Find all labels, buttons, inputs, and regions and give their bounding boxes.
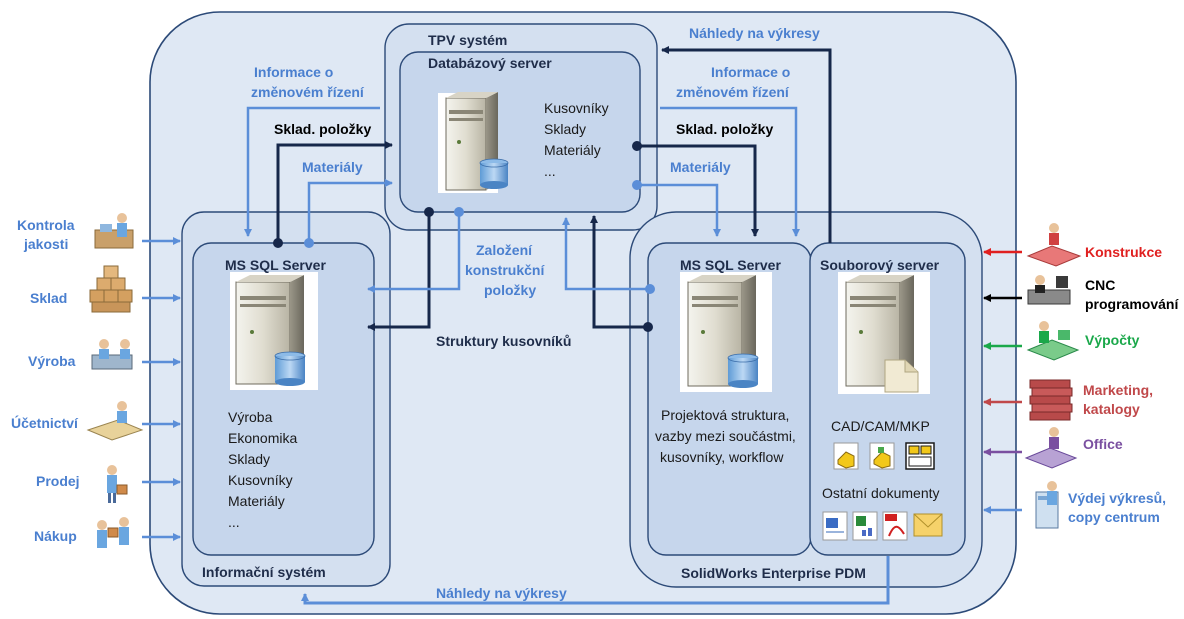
actor-label-ucetnictvi: Účetnictví: [11, 414, 79, 431]
tpv-title: TPV systém: [428, 32, 507, 48]
actor-label-konstrukce: Konstrukce: [1085, 244, 1162, 260]
actor-label-cnc: programování: [1085, 296, 1179, 312]
pdm-sql-item: vazby mezi součástmi,: [655, 428, 796, 444]
sklad-icon: [89, 265, 133, 313]
vyroba-icon: [91, 339, 133, 370]
flow-struktury-up: [590, 215, 648, 329]
file-server-icon: [838, 272, 930, 394]
actor-label-office: Office: [1083, 436, 1123, 452]
actor-label-vydej: Výdej výkresů,: [1068, 490, 1166, 506]
actor-label-marketing: Marketing,: [1083, 382, 1153, 398]
flow-label-info-right: změnovém řízení: [676, 84, 790, 100]
tpv-server-icon: [438, 92, 509, 193]
flow-label-zalozeni: položky: [484, 282, 536, 298]
flow-info-left: [244, 106, 380, 237]
pdm-sql-item: kusovníky, workflow: [660, 449, 784, 465]
tpv-item: ...: [544, 163, 556, 179]
flow-label-materialy-left: Materiály: [302, 159, 363, 175]
flow-sklad-right-dot: [632, 141, 642, 151]
flow-sklad-left: [276, 141, 393, 243]
flow-label-nahledy-top: Náhledy na výkresy: [689, 25, 820, 41]
ucetnictvi-icon: [86, 401, 144, 441]
vydej-vykresu-icon: [1035, 481, 1059, 529]
actor-label-kontrola: jakosti: [23, 236, 68, 252]
flow-zalozeni-dot: [645, 284, 655, 294]
vypocty-icon: [1026, 321, 1080, 361]
is-item: Materiály: [228, 493, 285, 509]
is-server-icon: [230, 272, 318, 390]
konstrukce-icon: [1026, 223, 1082, 267]
tpv-item: Sklady: [544, 121, 586, 137]
flow-label-sklad-left: Sklad. položky: [274, 121, 371, 137]
flow-label-materialy-right: Materiály: [670, 159, 731, 175]
pdf-document-icon: [882, 511, 908, 541]
flow-zalozeni-up: [562, 217, 650, 291]
flow-label-info-left: změnovém řízení: [251, 84, 365, 100]
flow-sklad-left-dot: [273, 238, 283, 248]
cad-part-icon: [833, 442, 859, 470]
pdm-sql-title: MS SQL Server: [680, 257, 781, 273]
flow-nahledy-bottom: [301, 556, 890, 605]
actor-label-vyroba: Výroba: [28, 353, 76, 369]
actor-label-vypocty: Výpočty: [1085, 332, 1140, 348]
file-server-title: Souborový server: [820, 257, 940, 273]
flow-nahledy-top: [661, 46, 832, 243]
flow-label-nahledy-bottom: Náhledy na výkresy: [436, 585, 567, 601]
actor-label-prodej: Prodej: [36, 473, 80, 489]
actor-label-kontrola: Kontrola: [17, 217, 75, 233]
flow-sklad-right: [637, 144, 759, 237]
cad-drawing-icon: [905, 442, 935, 470]
actor-label-vydej: copy centrum: [1068, 509, 1160, 525]
is-server-title: MS SQL Server: [225, 257, 326, 273]
tpv-database-server-box: [399, 51, 641, 213]
marketing-katalogy-icon: [1029, 379, 1073, 421]
flow-info-right: [660, 106, 800, 237]
flow-tpv-dark-dot: [424, 207, 434, 217]
flow-label-zalozeni: Založení: [476, 242, 533, 258]
flow-label-struktury: Struktury kusovníků: [436, 333, 571, 349]
nakup-icon: [97, 517, 129, 548]
email-icon: [913, 513, 943, 537]
tpv-server-title: Databázový server: [428, 55, 552, 71]
flow-tpv-blue-dot: [454, 207, 464, 217]
flow-materialy-right: [637, 183, 721, 237]
is-footer: Informační systém: [202, 564, 326, 580]
excel-document-icon: [852, 511, 878, 541]
pdm-sql-server-icon: [680, 272, 772, 392]
pdm-footer: SolidWorks Enterprise PDM: [681, 565, 866, 581]
is-item: Výroba: [228, 409, 273, 425]
flow-tpv-to-is-dark: [367, 212, 431, 331]
is-item: Sklady: [228, 451, 270, 467]
is-item: ...: [228, 514, 240, 530]
office-icon: [1024, 427, 1078, 469]
word-document-icon: [822, 511, 848, 541]
flow-materialy-left-dot: [304, 238, 314, 248]
is-item: Ekonomika: [228, 430, 297, 446]
actor-label-marketing: katalogy: [1083, 401, 1140, 417]
other-docs-label: Ostatní dokumenty: [822, 485, 940, 501]
flow-materialy-right-dot: [632, 180, 642, 190]
tpv-item: Materiály: [544, 142, 601, 158]
flow-struktury-dot: [643, 322, 653, 332]
prodej-icon: [107, 465, 128, 503]
cad-assembly-icon: [869, 442, 895, 470]
actor-label-sklad: Sklad: [30, 290, 67, 306]
flow-materialy-left: [307, 179, 393, 243]
flow-label-info-right: Informace o: [711, 64, 790, 80]
tpv-item: Kusovníky: [544, 100, 609, 116]
actor-label-nakup: Nákup: [34, 528, 77, 544]
kontrola-jakosti-icon: [94, 213, 134, 249]
flow-label-info-left: Informace o: [254, 64, 333, 80]
pdm-sql-item: Projektová struktura,: [661, 407, 789, 423]
flow-label-zalozeni: konstrukční: [465, 262, 545, 278]
cad-label: CAD/CAM/MKP: [831, 418, 930, 434]
flow-tpv-to-is-blue: [367, 212, 461, 293]
cnc-icon: [1027, 275, 1071, 305]
is-item: Kusovníky: [228, 472, 293, 488]
flow-label-sklad-right: Sklad. položky: [676, 121, 773, 137]
actor-label-cnc: CNC: [1085, 277, 1115, 293]
